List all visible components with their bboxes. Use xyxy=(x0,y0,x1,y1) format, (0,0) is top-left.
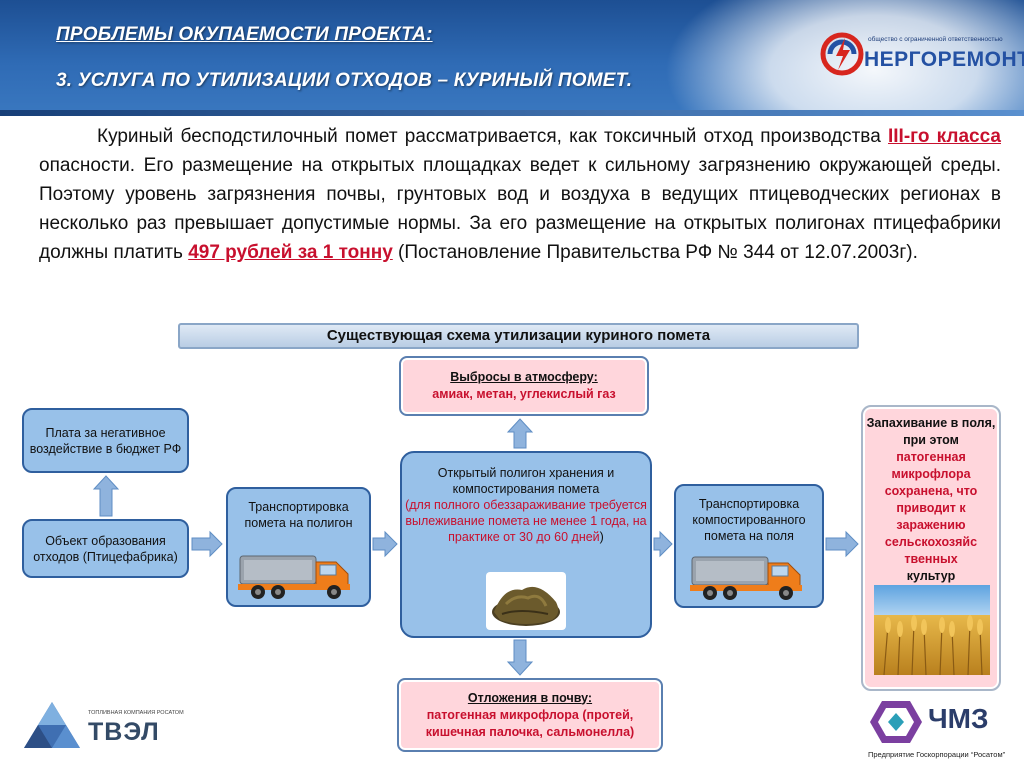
para-part2: опасности. Его размещение на открытых пл… xyxy=(39,155,1001,263)
emissions-title: Выбросы в атмосферу: xyxy=(450,370,598,384)
energoremont-emblem-icon xyxy=(820,32,864,76)
chmz-emblem-icon xyxy=(870,701,922,743)
para-part3: (Постановление Правительства РФ № 344 от… xyxy=(392,242,918,263)
page-title: ПРОБЛЕМЫ ОКУПАЕМОСТИ ПРОЕКТА: xyxy=(56,24,433,45)
field-plowing-warning: патогенная микрофлора сохранена, что при… xyxy=(884,450,978,566)
tvel-logo-small-text: ТОПЛИВНАЯ КОМПАНИЯ РОСАТОМ xyxy=(88,710,184,716)
waste-source-text: Объект образования отходов (Птицефабрика… xyxy=(33,533,178,564)
fee-highlight: 497 рублей за 1 тонну xyxy=(188,242,393,263)
garbage-truck-icon xyxy=(238,555,350,599)
transport-to-landfill-text: Транспортировка помета на полигон xyxy=(244,500,353,530)
arrow-polygon-to-transport2 xyxy=(653,530,673,558)
header-band xyxy=(0,110,1024,116)
energoremont-logo-small-text: общество с ограниченной ответственностью xyxy=(868,36,1003,43)
negative-impact-fee-text: Плата за негативное воздействие в бюджет… xyxy=(29,425,182,456)
soil-deposits-box: Отложения в почву: патогенная микрофлора… xyxy=(397,678,663,752)
hazard-class-highlight: III-го класса xyxy=(888,126,1001,147)
arrow-polygon-to-soil xyxy=(506,639,534,676)
field-plowing-crops: культур xyxy=(906,569,956,583)
manure-pile-image xyxy=(486,572,566,630)
arrow-object-to-plata xyxy=(92,475,120,517)
garbage-truck-icon xyxy=(690,556,802,600)
chmz-logo-small-text: Предприятие Госкорпорации “Росатом” xyxy=(868,750,1006,759)
negative-impact-fee-box: Плата за негативное воздействие в бюджет… xyxy=(22,408,189,473)
chmz-logo: ЧМЗ Предприятие Госкорпорации “Росатом” xyxy=(866,697,1016,763)
atmosphere-emissions-box: Выбросы в атмосферу: амиак, метан, углек… xyxy=(399,356,649,416)
tvel-emblem-icon xyxy=(24,702,80,748)
soil-title: Отложения в почву: xyxy=(467,690,593,705)
arrow-object-to-transport xyxy=(191,530,223,558)
open-landfill-text: Открытый полигон хранения и компостирова… xyxy=(437,466,615,496)
scheme-banner: Существующая схема утилизации куриного п… xyxy=(178,323,859,349)
arrow-transport2-to-field xyxy=(825,530,859,558)
tvel-logo: ТОПЛИВНАЯ КОМПАНИЯ РОСАТОМ ТВЭЛ xyxy=(22,700,184,755)
description-paragraph: Куриный бесподстилочный помет рассматрив… xyxy=(39,122,1001,267)
energoremont-logo: общество с ограниченной ответственностью… xyxy=(820,30,1024,80)
open-landfill-note-close: ) xyxy=(599,530,604,544)
open-landfill-note: (для полного обеззараживание требуется в… xyxy=(405,498,647,544)
para-part1: Куриный бесподстилочный помет рассматрив… xyxy=(97,126,888,147)
waste-source-box: Объект образования отходов (Птицефабрика… xyxy=(22,519,189,578)
page-subtitle: 3. УСЛУГА ПО УТИЛИЗАЦИИ ОТХОДОВ – КУРИНЫ… xyxy=(56,70,633,91)
transport-to-fields-text: Транспортировка компостированного помета… xyxy=(692,497,806,543)
emissions-body: амиак, метан, углекислый газ xyxy=(432,387,616,401)
energoremont-logo-text: НЕРГОРЕМОНТ xyxy=(864,48,1024,71)
tvel-logo-text: ТВЭЛ xyxy=(88,718,160,746)
field-plowing-text: Запахивание в поля, при этом xyxy=(866,416,996,447)
chmz-logo-text: ЧМЗ xyxy=(928,703,989,734)
wheat-field-image xyxy=(874,585,990,675)
arrow-polygon-to-emissions xyxy=(506,418,534,449)
arrow-transport-to-polygon xyxy=(372,530,398,558)
soil-body: патогенная микрофлора (протей, кишечная … xyxy=(425,707,635,739)
